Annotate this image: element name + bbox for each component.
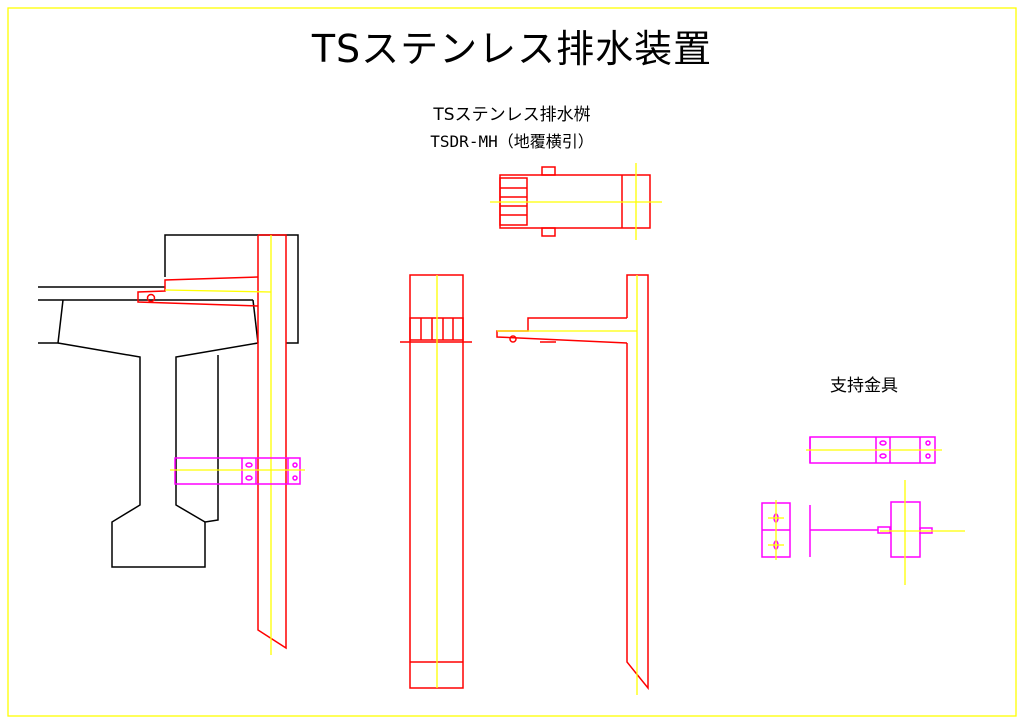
girder-section-view <box>38 234 305 655</box>
support-bracket-side <box>170 457 305 485</box>
drain-basin-label: TSステンレス排水桝 <box>433 105 591 125</box>
support-bracket-label: 支持金具 <box>830 376 898 396</box>
model-label: TSDR-MH（地覆横引） <box>430 132 594 151</box>
sheet-border <box>7 7 1017 717</box>
drain-basin-plan-view <box>490 163 662 240</box>
drawing-title: TSステンレス排水装置 <box>311 27 713 71</box>
drain-pipe-front-view <box>400 274 472 689</box>
drain-pipe-side-view <box>496 274 649 695</box>
support-bracket-detail <box>761 436 965 585</box>
